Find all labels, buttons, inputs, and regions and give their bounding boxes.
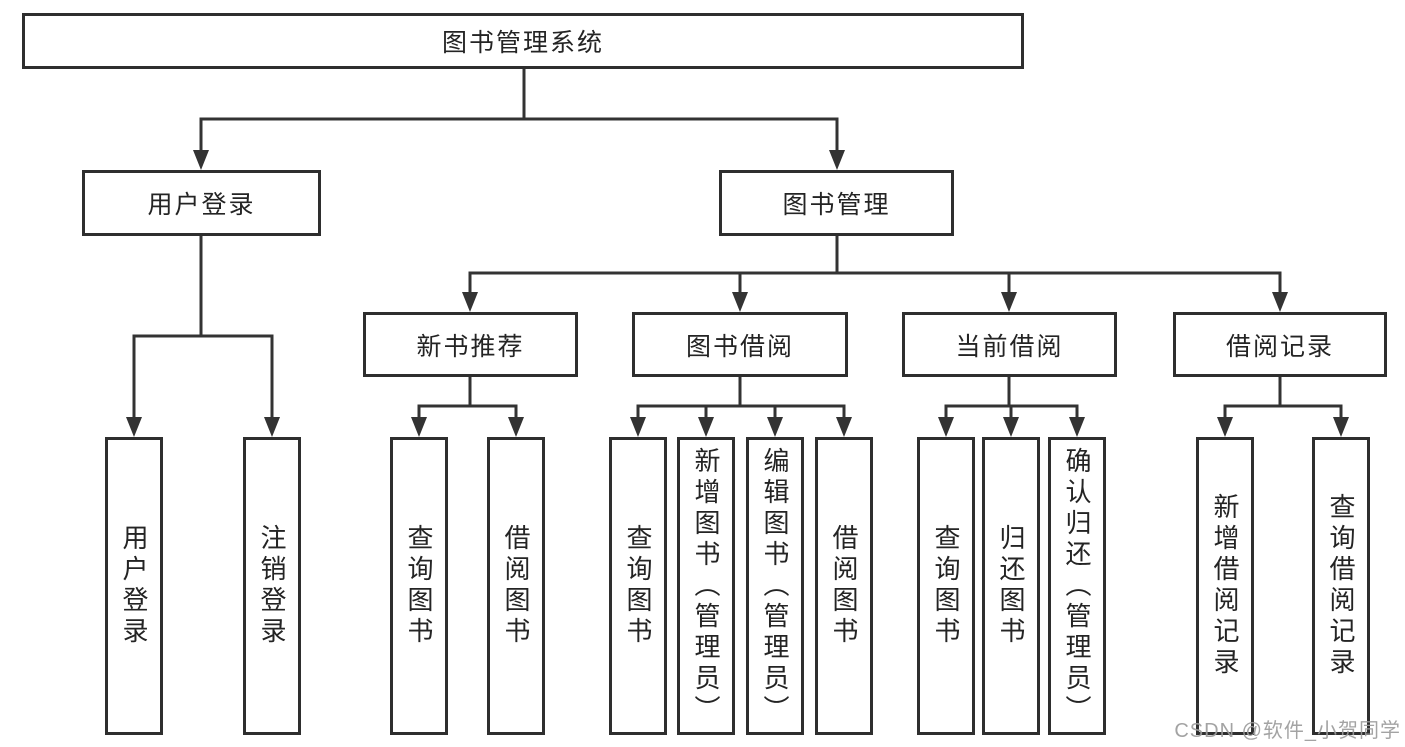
node-book-borrow-label: 图书借阅: [685, 332, 794, 361]
arrow-to-user-login: [193, 150, 209, 170]
node-leaf-confirm-return-label: 确认归还（管理员）: [1062, 446, 1092, 726]
node-leaf-query-book-2: 查询图书: [609, 437, 667, 735]
arrow-to-leaf-query-book-3: [938, 417, 954, 437]
node-leaf-user-login: 用户登录: [105, 437, 163, 735]
arrow-to-leaf-confirm-return: [1069, 417, 1085, 437]
arrow-to-leaf-borrow-book-1: [508, 417, 524, 437]
arrow-to-new-book-rec: [462, 292, 478, 312]
node-leaf-borrow-book-2: 借阅图书: [815, 437, 873, 735]
arrow-to-leaf-edit-book: [767, 417, 783, 437]
node-leaf-query-book-2-label: 查询图书: [623, 524, 653, 648]
node-current-borrow: 当前借阅: [902, 312, 1117, 377]
node-leaf-confirm-return: 确认归还（管理员）: [1048, 437, 1106, 735]
node-book-borrow: 图书借阅: [632, 312, 848, 377]
arrow-to-book-mgmt: [829, 150, 845, 170]
node-borrow-records-label: 借阅记录: [1225, 332, 1334, 361]
arrow-to-leaf-user-login: [126, 417, 142, 437]
node-leaf-edit-book: 编辑图书（管理员）: [746, 437, 804, 735]
node-book-mgmt: 图书管理: [719, 170, 954, 236]
arrow-to-leaf-add-record: [1217, 417, 1233, 437]
arrow-to-leaf-query-record: [1333, 417, 1349, 437]
connector-new-book-rec-children: [417, 375, 518, 422]
node-leaf-add-book-label: 新增图书（管理员）: [691, 446, 721, 726]
node-leaf-logout-label: 注销登录: [257, 524, 287, 648]
arrow-to-leaf-logout: [264, 417, 280, 437]
watermark-text: CSDN @软件_小贺同学: [1174, 720, 1401, 742]
node-user-login: 用户登录: [82, 170, 321, 236]
node-leaf-query-book-3: 查询图书: [917, 437, 975, 735]
node-leaf-borrow-book-1-label: 借阅图书: [501, 524, 531, 648]
node-leaf-edit-book-label: 编辑图书（管理员）: [760, 446, 790, 726]
connector-book-mgmt-children: [468, 234, 1282, 298]
node-book-mgmt-label: 图书管理: [782, 191, 891, 219]
connector-current-borrow-children: [944, 375, 1079, 422]
node-leaf-query-book-1-label: 查询图书: [404, 524, 434, 648]
arrow-to-current-borrow: [1001, 292, 1017, 312]
arrow-to-leaf-query-book-2: [630, 417, 646, 437]
connector-user-login-children: [132, 234, 274, 422]
node-leaf-query-book-3-label: 查询图书: [931, 524, 961, 648]
arrow-to-leaf-query-book-1: [411, 417, 427, 437]
connector-root-to-level2: [199, 67, 839, 157]
node-leaf-return-book-label: 归还图书: [996, 524, 1026, 648]
node-user-login-label: 用户登录: [147, 191, 256, 219]
node-leaf-borrow-book-2-label: 借阅图书: [829, 524, 859, 648]
node-leaf-logout: 注销登录: [243, 437, 301, 735]
node-borrow-records: 借阅记录: [1173, 312, 1387, 377]
node-leaf-borrow-book-1: 借阅图书: [487, 437, 545, 735]
node-leaf-user-login-label: 用户登录: [119, 524, 149, 648]
arrow-to-leaf-return-book: [1003, 417, 1019, 437]
node-leaf-return-book: 归还图书: [982, 437, 1040, 735]
arrow-to-book-borrow: [732, 292, 748, 312]
node-leaf-add-book: 新增图书（管理员）: [677, 437, 735, 735]
node-leaf-query-record-label: 查询借阅记录: [1326, 493, 1356, 679]
node-leaf-query-record: 查询借阅记录: [1312, 437, 1370, 735]
arrow-to-leaf-borrow-book-2: [836, 417, 852, 437]
node-new-book-rec-label: 新书推荐: [416, 332, 525, 361]
arrow-to-borrow-records: [1272, 292, 1288, 312]
connector-borrow-records-children: [1223, 375, 1343, 422]
arrow-to-leaf-add-book: [698, 417, 714, 437]
node-new-book-rec: 新书推荐: [363, 312, 578, 377]
node-leaf-add-record: 新增借阅记录: [1196, 437, 1254, 735]
node-leaf-query-book-1: 查询图书: [390, 437, 448, 735]
node-leaf-add-record-label: 新增借阅记录: [1210, 493, 1240, 679]
connector-book-borrow-children: [636, 375, 846, 422]
node-current-borrow-label: 当前借阅: [955, 332, 1064, 361]
node-root: 图书管理系统: [22, 13, 1024, 69]
node-root-label: 图书管理系统: [441, 29, 604, 57]
